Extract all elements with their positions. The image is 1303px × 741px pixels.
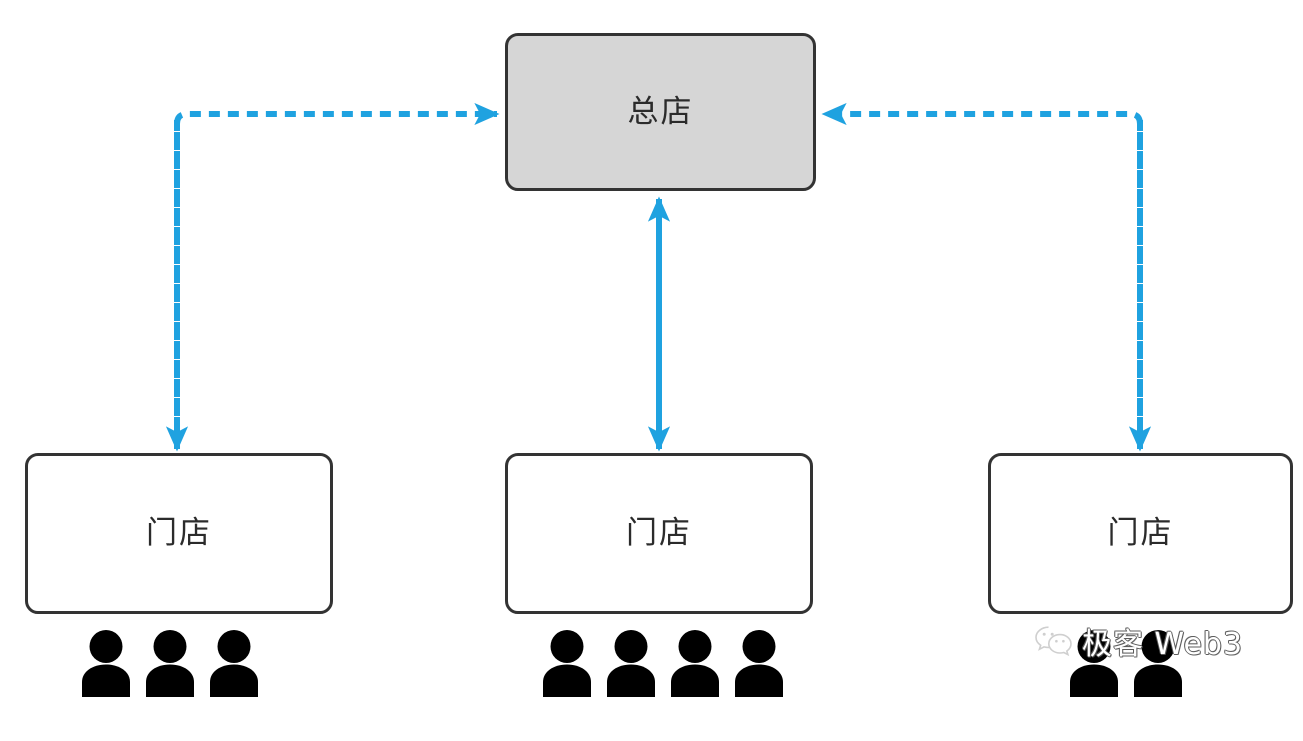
node-head-store[interactable]: 总店 [505,33,816,191]
person-icon [1070,630,1118,697]
node-branch-store-2-label: 门店 [626,515,692,551]
person-icon [607,630,655,697]
node-branch-store-3[interactable]: 门店 [988,453,1293,614]
edge-left-store-to-head [165,102,500,452]
person-icon [1134,630,1182,697]
person-icon [543,630,591,697]
node-branch-store-2[interactable]: 门店 [505,453,813,614]
people-group-store-2 [536,629,790,697]
edge-right-store-to-head [821,102,1152,452]
people-group-store-1 [75,629,265,697]
node-branch-store-1-label: 门店 [146,515,212,551]
person-icon [82,630,130,697]
node-head-store-label: 总店 [627,93,694,130]
person-icon [671,630,719,697]
person-icon [210,630,258,697]
node-branch-store-3-label: 门店 [1107,515,1174,551]
people-group-store-3 [1063,629,1189,697]
node-branch-store-1[interactable]: 门店 [25,453,333,614]
person-icon [146,630,194,697]
person-icon [735,630,783,697]
